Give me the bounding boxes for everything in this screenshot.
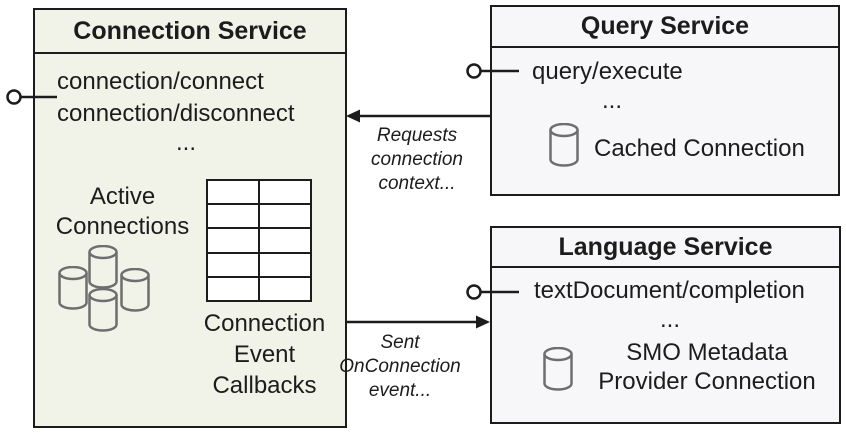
arrow-requests-connection-context: [346, 109, 490, 123]
method-line: connection/connect: [57, 68, 264, 95]
method-line: textDocument/completion: [534, 277, 805, 304]
arrow-requests-label: Requests connection context...: [371, 125, 463, 194]
table-cell: [260, 205, 310, 228]
query-methods: query/execute ...: [532, 56, 692, 114]
table-cell: [260, 229, 310, 252]
language-methods: textDocument/completion ...: [534, 275, 806, 333]
table-cell: [208, 181, 258, 204]
method-line: connection/disconnect: [57, 100, 295, 127]
language-service-box: Language Service textDocument/completion…: [490, 226, 841, 424]
ellipsis: ...: [175, 129, 196, 156]
smo-provider-label: SMO Metadata Provider Connection: [598, 339, 816, 395]
query-service-title: Query Service: [492, 7, 838, 48]
table-cell: [208, 205, 258, 228]
table-cell: [208, 229, 258, 252]
query-service-box: Query Service query/execute ... Cached C…: [490, 5, 840, 196]
cached-connection-label: Cached Connection: [594, 135, 805, 162]
arrow-sent-onconnection-event: [347, 315, 490, 329]
arrow-sent-label: Sent OnConnection event...: [339, 332, 461, 401]
table-cell: [260, 181, 310, 204]
callback-table: [206, 179, 312, 302]
connection-service-box: Connection Service connection/connect co…: [33, 8, 347, 428]
connection-service-title: Connection Service: [35, 10, 345, 54]
connection-methods: connection/connect connection/disconnect…: [57, 66, 315, 156]
language-service-title: Language Service: [492, 228, 839, 268]
ellipsis: ...: [601, 87, 622, 114]
callbacks-label: Connection Event Callbacks: [203, 310, 326, 399]
table-cell: [208, 277, 258, 300]
method-line: query/execute: [532, 58, 683, 85]
table-cell: [260, 253, 310, 276]
table-cell: [208, 253, 258, 276]
ellipsis: ...: [659, 306, 680, 333]
table-cell: [260, 277, 310, 300]
active-connections-label: Active Connections: [55, 183, 190, 240]
